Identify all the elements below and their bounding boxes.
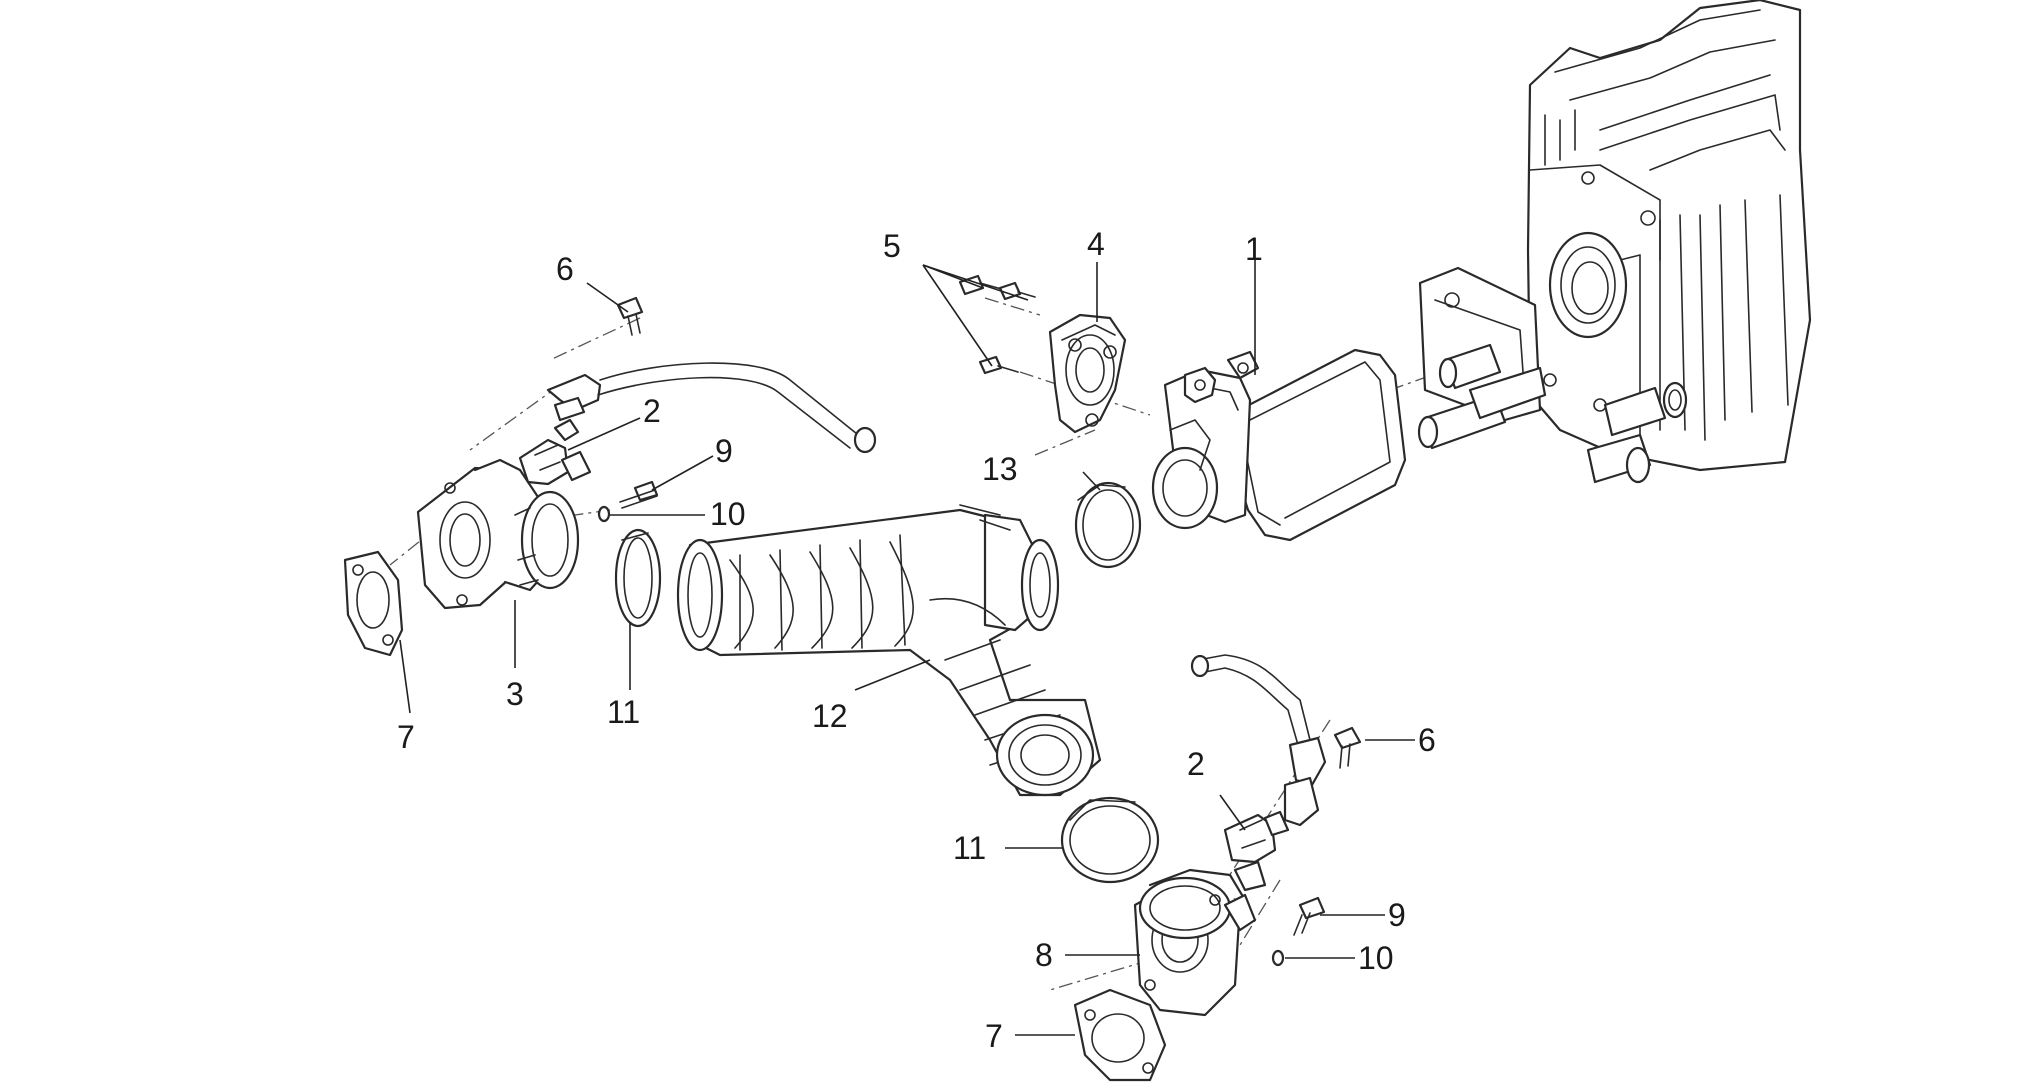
fuel-injector-part-2-right	[1223, 810, 1290, 892]
callout-10-lower: 10	[1358, 940, 1394, 976]
gasket-part-7-right	[1073, 988, 1167, 1082]
callout-labels: 1 2 2 3 4 5 6 6 7 7 8 9 9 10 10 11 11 12…	[397, 226, 1436, 1054]
callout-3: 3	[506, 676, 524, 712]
callout-11-upper: 11	[607, 694, 640, 730]
callout-leaders	[399, 260, 1415, 1036]
intake-manifold-part-3	[416, 458, 580, 610]
throttle-body-part-1	[1151, 348, 1407, 542]
bolt-part-6-right	[1333, 726, 1362, 769]
washer-part-10-left	[597, 505, 611, 523]
callout-7-upper: 7	[397, 719, 415, 755]
bolt-part-9-right	[1293, 896, 1326, 936]
intake-y-hose-part-12	[676, 504, 1102, 797]
sensor-cover-part-4	[1048, 313, 1127, 434]
callout-2-upper: 2	[643, 393, 661, 429]
washer-part-10-right	[1271, 949, 1285, 967]
callout-2-lower: 2	[1187, 746, 1205, 782]
callout-5: 5	[883, 228, 901, 264]
hose-clamp-part-11-right	[1060, 796, 1160, 884]
fuel-injector-part-2-left	[518, 418, 592, 486]
callout-9-upper: 9	[715, 433, 733, 469]
fuel-line-right	[1190, 654, 1327, 827]
callout-6-lower: 6	[1418, 722, 1436, 758]
callout-13: 13	[982, 451, 1018, 487]
callout-12: 12	[812, 698, 848, 734]
intake-manifold-part-8	[1133, 868, 1257, 1017]
gasket-part-7-left	[343, 550, 404, 657]
callout-10-upper: 10	[710, 496, 746, 532]
callout-7-lower: 7	[985, 1018, 1003, 1054]
callout-4: 4	[1087, 226, 1105, 262]
callout-11-lower: 11	[953, 830, 986, 866]
bolt-part-6-left	[616, 296, 644, 336]
bolt-part-9-left	[619, 480, 659, 509]
engine-cylinder-head	[1417, 0, 1812, 484]
fuel-line-left	[546, 362, 877, 454]
callout-1: 1	[1245, 231, 1263, 267]
hose-clamp-part-11-left	[614, 528, 662, 628]
callout-6-upper: 6	[556, 251, 574, 287]
callout-9-lower: 9	[1388, 897, 1406, 933]
callout-8: 8	[1035, 937, 1053, 973]
hose-clamp-part-13	[1074, 481, 1142, 569]
